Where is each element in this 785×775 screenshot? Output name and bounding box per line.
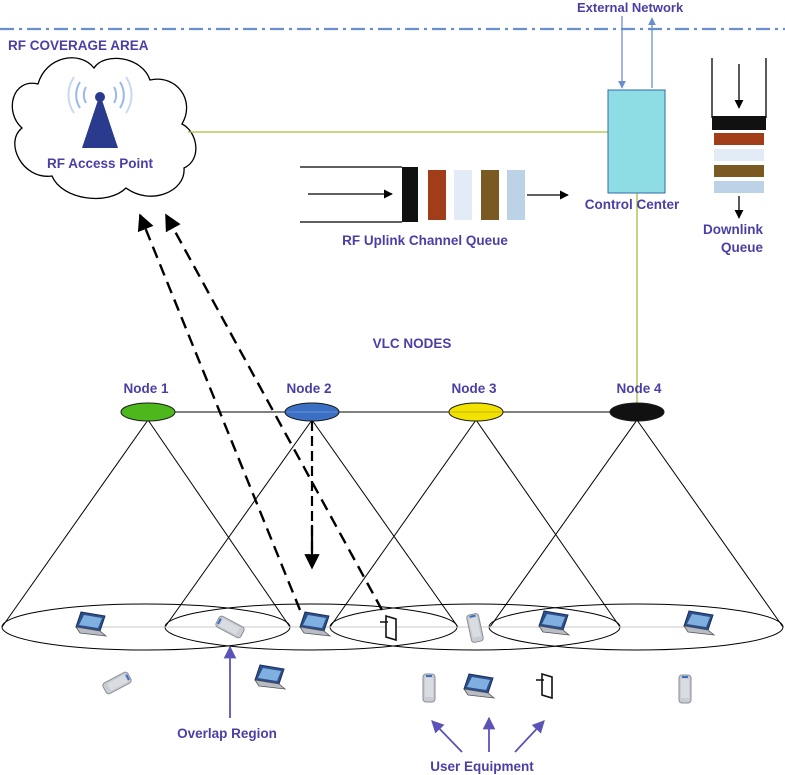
node-3-label: Node 3 xyxy=(451,381,497,396)
uplink-queue-label: RF Uplink Channel Queue xyxy=(342,233,508,248)
tablet-icon xyxy=(379,615,397,641)
rf-uplink-queue xyxy=(300,166,569,223)
rf-access-point-label: RF Access Point xyxy=(47,156,154,171)
phone-icon xyxy=(422,673,436,703)
laptop-icon xyxy=(254,664,286,690)
phone-icon xyxy=(214,614,246,640)
user-equipment-label: User Equipment xyxy=(430,759,534,774)
vlc-nodes-label: VLC NODES xyxy=(373,336,452,351)
external-network-label: External Network xyxy=(577,0,684,15)
phone-icon xyxy=(101,670,133,696)
downlink-queue-label-line2: Queue xyxy=(721,240,764,255)
laptop-icon xyxy=(75,611,107,637)
laptop-icon xyxy=(463,673,495,699)
phone-icon xyxy=(678,674,692,704)
control-center-label: Control Center xyxy=(585,197,680,212)
node-1-ellipse xyxy=(120,402,176,422)
light-cones xyxy=(1,419,784,628)
rf-coverage-area-label: RF COVERAGE AREA xyxy=(8,38,149,53)
node-4-ellipse xyxy=(609,402,665,422)
user-equipment-arrow-left xyxy=(431,720,463,753)
downlink-queue xyxy=(711,58,767,219)
tablet-icon xyxy=(535,673,553,699)
node-4-label: Node 4 xyxy=(616,381,662,396)
user-equipment-arrow-right xyxy=(514,720,545,753)
node-1-label: Node 1 xyxy=(123,381,169,396)
laptop-icon xyxy=(683,610,715,636)
downlink-queue-label-line1: Downlink xyxy=(703,222,763,237)
phone-icon xyxy=(465,612,485,644)
tower-icon xyxy=(67,76,133,148)
laptop-icon xyxy=(538,610,570,636)
control-center-box xyxy=(607,89,666,194)
overlap-region-label: Overlap Region xyxy=(177,726,277,741)
node-2-label: Node 2 xyxy=(286,381,331,396)
rf-uplink-dashed-arrow-1 xyxy=(137,213,302,611)
laptop-icon xyxy=(299,611,331,637)
